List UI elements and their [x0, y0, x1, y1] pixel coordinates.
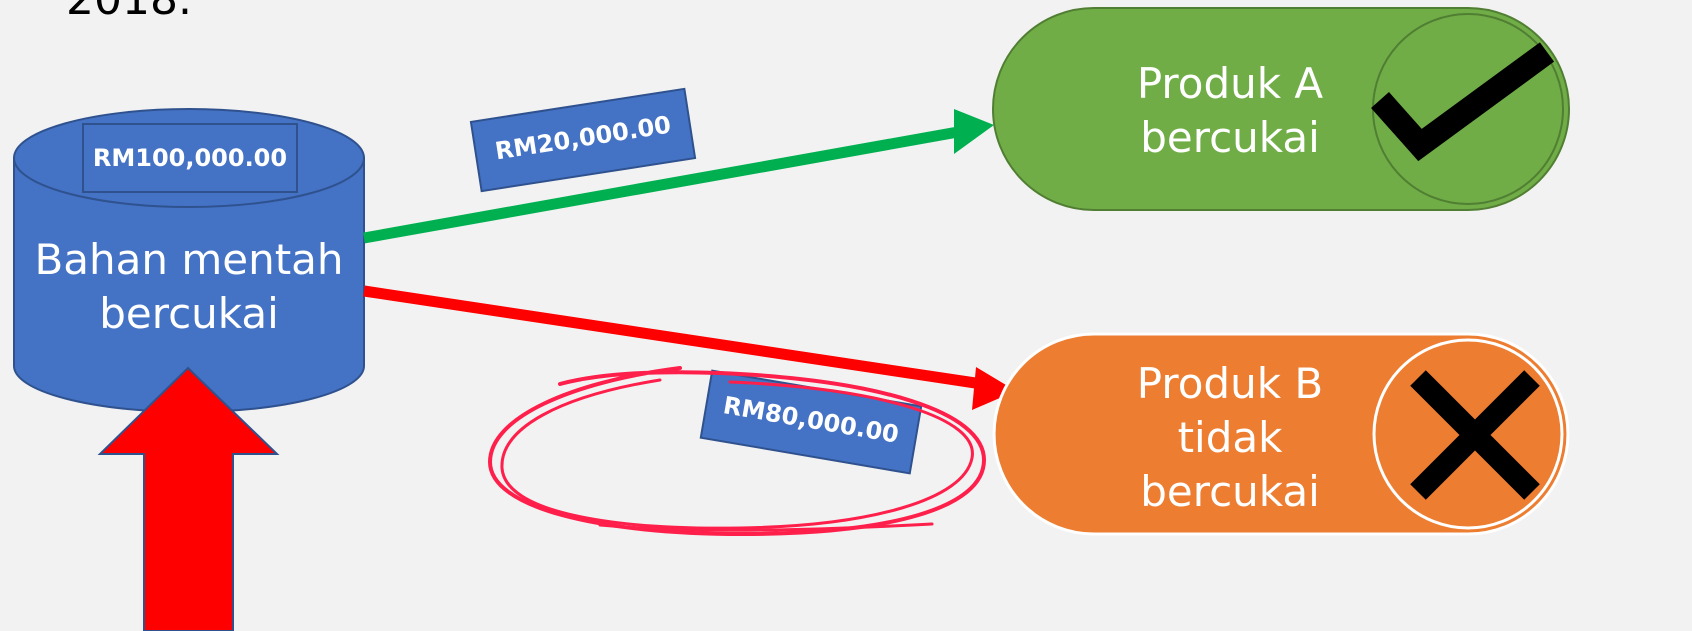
highlight-circle [487, 366, 987, 537]
input-arrow [97, 366, 280, 631]
check-icon [1371, 42, 1555, 162]
product-b-label-line1: Produk B [1136, 359, 1324, 408]
cross-icon [1410, 370, 1540, 500]
flow-label-a [469, 87, 697, 193]
source-amount-box [82, 123, 298, 193]
flow-arrow-to-product-b [363, 285, 1016, 410]
product-b-shape [992, 332, 1570, 536]
product-a-label-line2: bercukai [1140, 113, 1320, 162]
source-amount-label: RM100,000.00 [92, 144, 288, 172]
flow-arrow-to-product-a [363, 109, 994, 244]
source-label-line1: Bahan mentah [34, 235, 344, 284]
product-b-label-line2: tidak [1177, 413, 1283, 462]
header-partial-text: 2018. [66, 0, 192, 25]
product-a-label-line1: Produk A [1136, 59, 1324, 108]
source-label-line2: bercukai [99, 289, 279, 338]
product-b-label-line3: bercukai [1140, 467, 1320, 516]
product-a-shape [992, 7, 1570, 211]
